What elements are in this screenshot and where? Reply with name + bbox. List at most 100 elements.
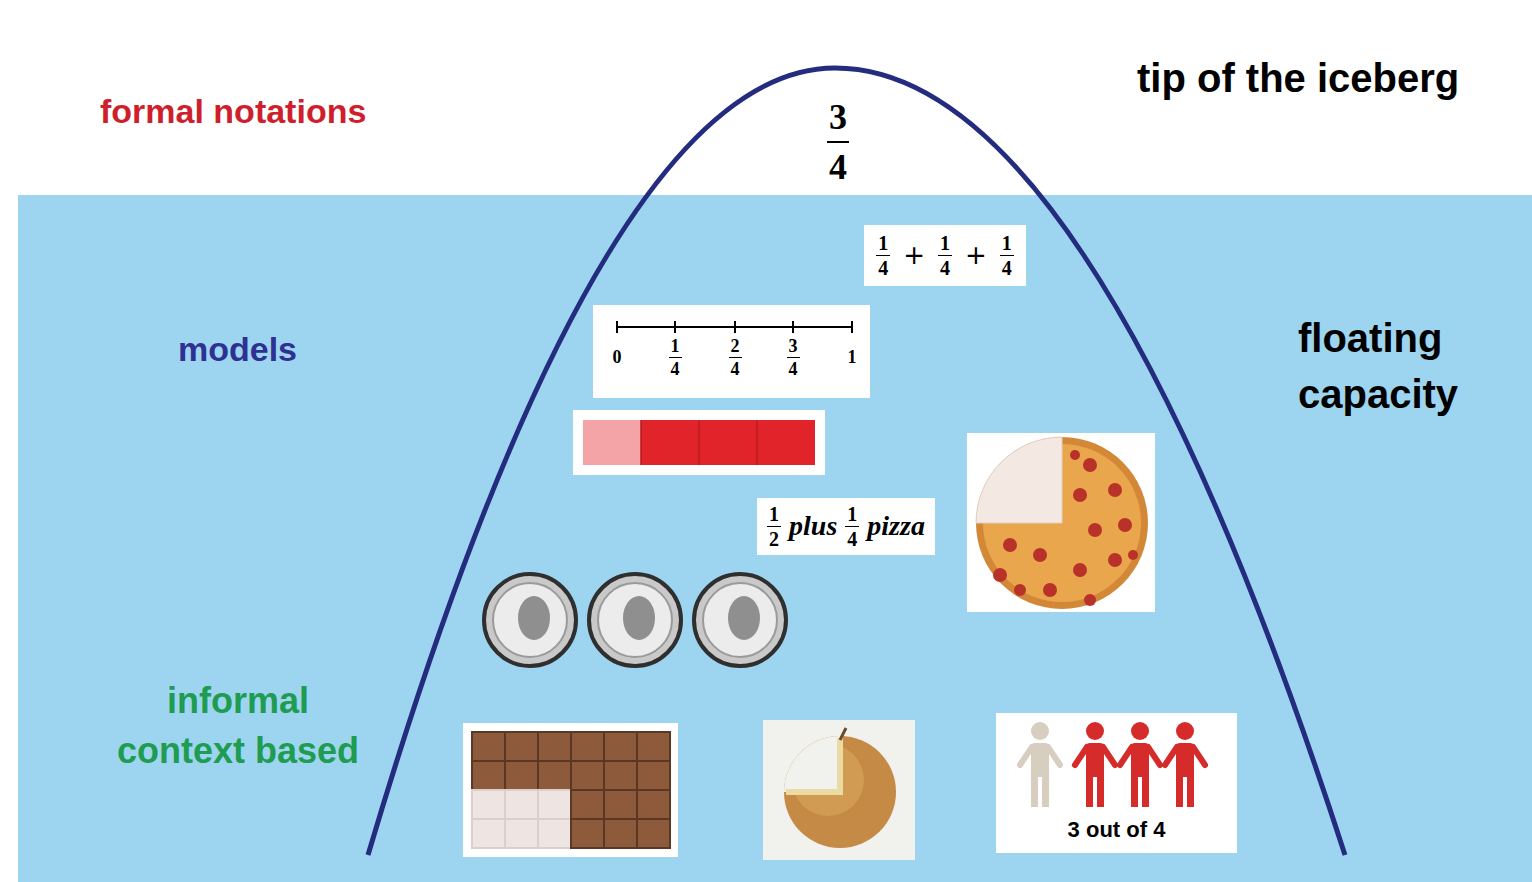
bar-divider: [756, 420, 758, 465]
number-line-tick: [616, 321, 618, 333]
chocolate-gap: [471, 789, 570, 849]
apple: [784, 736, 896, 848]
person-arm: [1020, 747, 1032, 765]
fraction: 14: [1000, 233, 1014, 278]
person-head: [1031, 722, 1049, 740]
numerator: 1: [669, 337, 682, 357]
fraction: 34: [787, 337, 800, 378]
person-leg: [1142, 773, 1149, 807]
chocolate-piece: [539, 733, 570, 760]
word: plus: [789, 510, 837, 542]
numerator: 2: [729, 337, 742, 357]
word: pizza: [867, 510, 925, 542]
pepperoni: [1088, 523, 1102, 537]
chocolate-piece-eaten: [473, 820, 504, 847]
fraction: 14: [876, 233, 890, 278]
pepperoni: [1070, 450, 1080, 460]
person-leg: [1176, 773, 1183, 807]
person-arm: [1165, 747, 1177, 765]
pepperoni: [1108, 483, 1122, 497]
number-line-tick: [851, 321, 853, 333]
apple-flesh: [786, 738, 840, 792]
quarter-coins: [484, 574, 786, 666]
bar-part-filled: [641, 420, 815, 465]
numerator: 1: [1000, 233, 1014, 255]
denominator: 4: [938, 255, 952, 278]
denominator: 4: [787, 357, 800, 378]
person-head: [1086, 722, 1104, 740]
pepperoni: [1003, 538, 1017, 552]
coin: [589, 574, 681, 666]
chocolate-piece: [638, 791, 669, 818]
side-label: informal context based: [98, 676, 378, 776]
fraction: 14: [845, 504, 859, 549]
person-leg: [1042, 773, 1049, 807]
side-label: tip of the iceberg: [1137, 56, 1459, 101]
numerator: 3: [787, 337, 800, 357]
number-line-tick: [734, 321, 736, 333]
chocolate-piece-eaten: [473, 791, 504, 818]
chocolate-frame: [463, 723, 678, 857]
caption-text: 3 out of 4: [1068, 817, 1166, 843]
apple-frame: [763, 720, 915, 860]
bar-divider: [640, 420, 642, 465]
chocolate-piece: [605, 791, 636, 818]
numerator: 1: [767, 504, 781, 526]
chocolate-piece-eaten: [506, 791, 537, 818]
plus-sign: +: [903, 240, 925, 270]
picture-box: 3 out of 4: [996, 713, 1237, 853]
coin: [484, 574, 576, 666]
coin-face: [703, 583, 777, 657]
denominator: 4: [1000, 255, 1014, 278]
fraction: 24: [729, 337, 742, 378]
numerator: 1: [876, 233, 890, 255]
side-label: models: [178, 330, 297, 369]
fraction: 14: [669, 337, 682, 378]
chocolate-piece: [572, 791, 603, 818]
denominator: 2: [767, 526, 781, 549]
model-box: 14+14+14: [864, 225, 1026, 286]
number-line-tick: [792, 321, 794, 333]
chocolate-piece: [539, 762, 570, 789]
coin-profile: [728, 596, 760, 640]
pizza-picture: [967, 433, 1155, 612]
coin-face: [598, 583, 672, 657]
denominator: 4: [729, 357, 742, 378]
chocolate-piece: [605, 762, 636, 789]
pepperoni: [1128, 550, 1138, 560]
person-arm: [1120, 747, 1132, 765]
chocolate-piece: [572, 762, 603, 789]
denominator: 4: [876, 255, 890, 278]
pepperoni: [1084, 594, 1096, 606]
chocolate-base: [471, 731, 671, 849]
tick-label: 0: [613, 347, 622, 368]
numerator: 1: [845, 504, 859, 526]
side-label: floating capacity: [1298, 310, 1508, 422]
person-head: [1131, 722, 1149, 740]
side-label: formal notations: [100, 92, 366, 131]
pizza-crust: [976, 437, 1148, 609]
pepperoni: [1073, 488, 1087, 502]
person: [1120, 722, 1160, 807]
chocolate-piece: [638, 820, 669, 847]
person: [1075, 722, 1115, 807]
chocolate-piece: [605, 820, 636, 847]
coin-profile: [518, 596, 550, 640]
number-line-tick: [674, 321, 676, 333]
person-leg: [1131, 773, 1138, 807]
numerator: 1: [938, 233, 952, 255]
person-leg: [1187, 773, 1194, 807]
coin-profile: [623, 596, 655, 640]
pizza-missing-quarter: [976, 437, 1062, 523]
denominator: 4: [827, 141, 849, 185]
person-leg: [1086, 773, 1093, 807]
apple-missing-quarter: [784, 736, 840, 792]
pepperoni: [1118, 518, 1132, 532]
water: [18, 195, 1532, 882]
model-box: 01424341: [593, 305, 870, 398]
person-head: [1176, 722, 1194, 740]
fraction: 12: [767, 504, 781, 549]
person-arm: [1048, 747, 1060, 765]
denominator: 4: [845, 526, 859, 549]
